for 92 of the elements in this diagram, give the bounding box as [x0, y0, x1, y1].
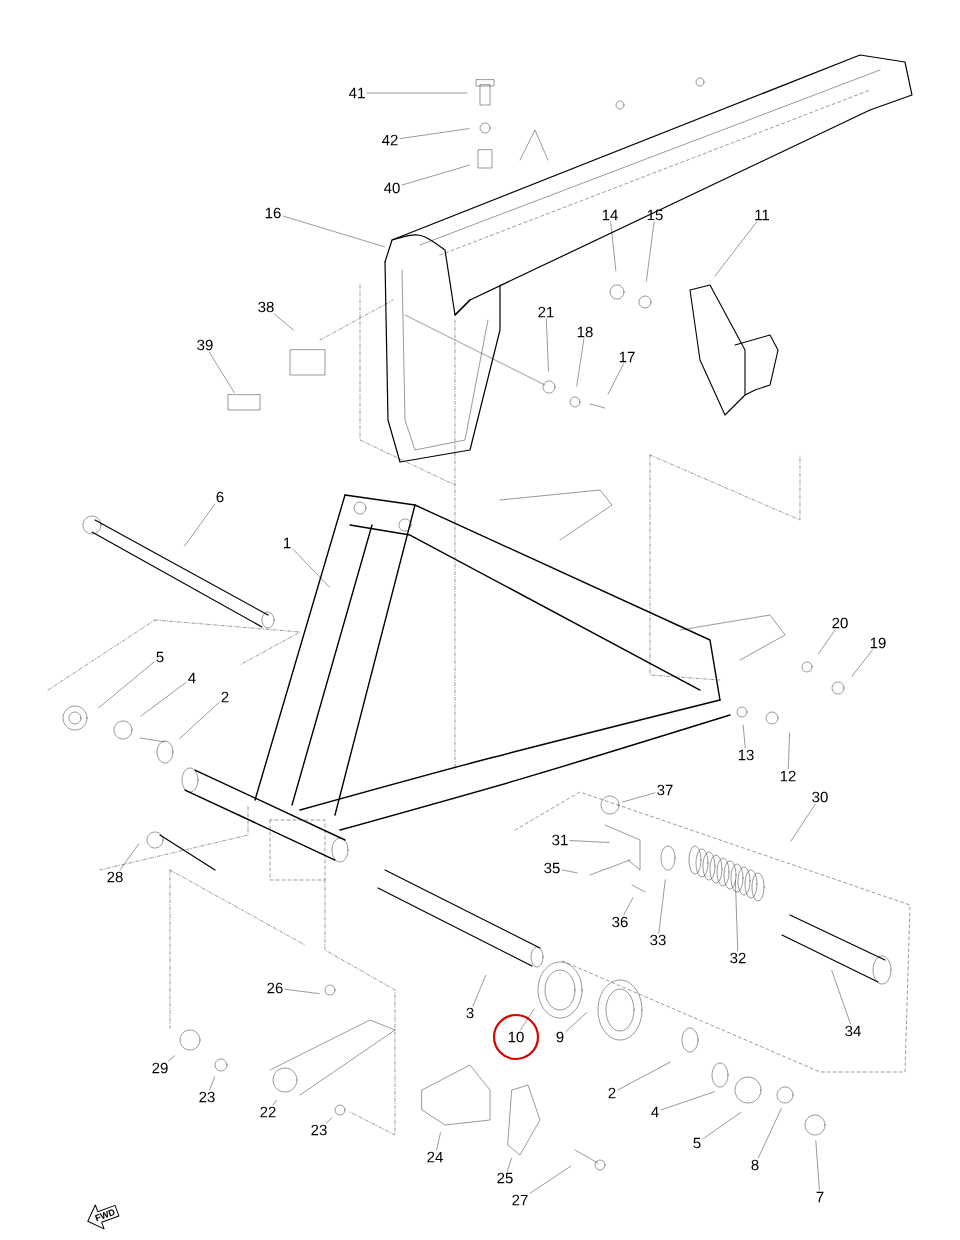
callout-number: 5 [693, 1137, 701, 1149]
leader-line [660, 1091, 715, 1111]
leader-line [520, 1009, 535, 1031]
leader-line [742, 724, 746, 749]
callout-number: 42 [382, 134, 398, 146]
leader-line [179, 702, 220, 739]
leader-line [529, 1165, 571, 1194]
callout-number: 7 [816, 1191, 824, 1203]
leader-line [702, 1112, 742, 1140]
callout-number: 36 [612, 916, 628, 928]
leader-line [399, 128, 470, 139]
leader-line [326, 1117, 333, 1124]
leader-line [851, 649, 873, 677]
callout-number: 21 [538, 306, 554, 318]
leader-line [282, 215, 385, 247]
callout-number: 5 [156, 651, 164, 663]
leader-line [788, 732, 790, 770]
leader-line [576, 338, 585, 387]
callout-number: 4 [651, 1106, 659, 1118]
callout-number: 28 [107, 871, 123, 883]
leader-line [507, 1158, 512, 1172]
callout-number: 40 [384, 182, 400, 194]
callout-number: 23 [199, 1091, 215, 1103]
callout-number: 38 [258, 301, 274, 313]
callout-number: 10 [508, 1031, 524, 1043]
leader-line [565, 1012, 588, 1032]
callout-number: 22 [260, 1106, 276, 1118]
callout-number: 31 [552, 834, 568, 846]
leader-line [184, 503, 216, 547]
leader-line [623, 897, 634, 916]
callout-number: 26 [267, 982, 283, 994]
callout-number: 24 [427, 1151, 443, 1163]
callout-number: 19 [870, 637, 886, 649]
leader-line [401, 164, 470, 186]
callout-number: 2 [221, 691, 229, 703]
leader-line [617, 1061, 671, 1091]
leader-line [436, 1132, 441, 1151]
leader-line [790, 803, 816, 841]
callout-number: 33 [650, 934, 666, 946]
callout-number: 16 [265, 207, 281, 219]
leader-line [714, 221, 757, 277]
leader-line [818, 629, 836, 655]
callout-number: 9 [556, 1031, 564, 1043]
leader-line [168, 1055, 175, 1062]
leader-line [758, 1107, 782, 1159]
callout-number: 29 [152, 1062, 168, 1074]
leader-line [366, 92, 468, 94]
callout-number: 35 [544, 862, 560, 874]
leader-line [272, 1100, 277, 1106]
leader-line [569, 840, 610, 843]
callout-number: 25 [497, 1172, 513, 1184]
leader-line [209, 351, 235, 393]
callout-number: 13 [738, 749, 754, 761]
leader-line [140, 682, 187, 717]
callout-number: 15 [647, 209, 663, 221]
callout-number: 6 [216, 491, 224, 503]
callout-number: 41 [349, 87, 365, 99]
callout-number: 37 [657, 784, 673, 796]
leader-line [815, 1140, 820, 1191]
leader-line [119, 843, 139, 871]
leader-line [284, 989, 320, 994]
callout-number: 3 [466, 1007, 474, 1019]
callout-number: 18 [577, 326, 593, 338]
callout-number: 23 [311, 1124, 327, 1136]
callout-number: 30 [812, 791, 828, 803]
callout-number: 4 [188, 672, 196, 684]
leader-line [607, 363, 624, 395]
callout-number: 17 [619, 351, 635, 363]
callout-number: 34 [845, 1025, 861, 1037]
leader-line [274, 313, 294, 331]
leader-line [98, 661, 155, 709]
callout-number: 27 [512, 1194, 528, 1206]
leader-line [735, 880, 738, 952]
callout-number: 32 [730, 952, 746, 964]
callout-number: 12 [780, 770, 796, 782]
leader-line [209, 1076, 215, 1091]
callout-number: 1 [283, 537, 291, 549]
leader-line [831, 970, 851, 1025]
leader-line [610, 221, 617, 272]
leader-line [646, 221, 655, 282]
leader-line [546, 318, 549, 372]
callout-number: 20 [832, 617, 848, 629]
callout-number: 39 [197, 339, 213, 351]
callout-number: 8 [751, 1159, 759, 1171]
callout-number: 11 [755, 209, 770, 221]
leader-line [561, 869, 578, 874]
leader-line [658, 879, 666, 934]
leader-line [622, 792, 656, 803]
callout-number: 2 [608, 1087, 616, 1099]
leader-line [472, 975, 486, 1007]
callout-number: 14 [602, 209, 618, 221]
leader-line [292, 548, 330, 588]
